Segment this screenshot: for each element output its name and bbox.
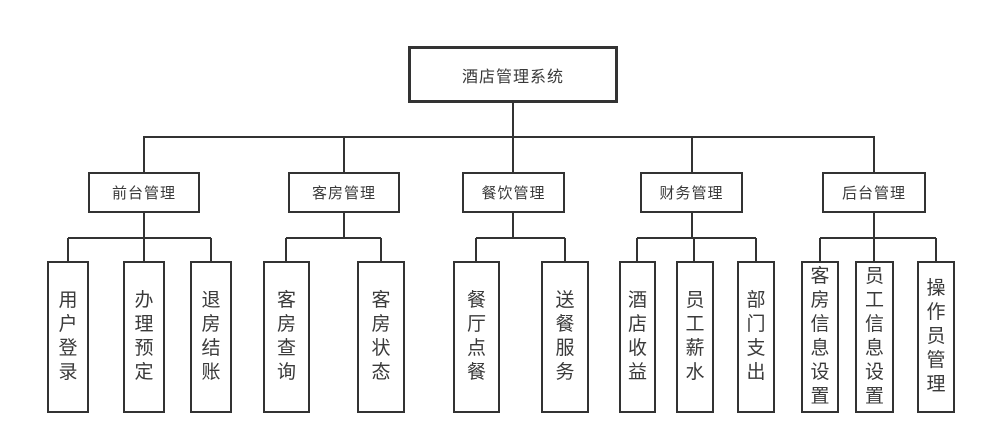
node-department-expense: 部门支出 [737,261,775,413]
node-label: 员工信息设置 [865,266,885,407]
node-label: 财务管理 [659,185,724,202]
node-finance-management: 财务管理 [640,172,743,213]
connector-catering-children [475,213,566,261]
node-employee-info-settings: 员工信息设置 [855,261,894,413]
node-handle-reservation: 办理预定 [123,261,165,413]
node-label: 酒店收益 [628,290,648,383]
node-label: 用户登录 [58,290,78,383]
node-label: 餐厅点餐 [467,290,487,383]
node-label: 办理预定 [134,290,154,383]
node-label: 客房信息设置 [810,266,830,407]
node-label: 部门支出 [746,290,766,383]
node-label: 酒店管理系统 [461,68,564,86]
node-front-desk-management: 前台管理 [88,172,200,213]
node-room-info-settings: 客房信息设置 [801,261,839,413]
node-label: 员工薪水 [685,290,705,383]
node-label: 客房管理 [311,185,376,202]
node-catering-management: 餐饮管理 [462,172,565,213]
connector-room-mgmt-children [285,213,382,261]
node-label: 后台管理 [841,185,906,202]
node-hotel-management-system: 酒店管理系统 [408,46,618,103]
node-meal-delivery-service: 送餐服务 [541,261,589,413]
node-hotel-revenue: 酒店收益 [619,261,656,413]
node-backend-management: 后台管理 [822,172,926,213]
node-label: 客房查询 [277,290,297,383]
node-label: 操作员管理 [926,278,946,395]
node-label: 餐饮管理 [481,185,546,202]
node-checkout-settlement: 退房结账 [190,261,232,413]
node-operator-management: 操作员管理 [917,261,955,413]
connector-front-desk-children [67,213,212,261]
node-label: 前台管理 [111,185,176,202]
node-label: 退房结账 [201,290,221,383]
node-room-query: 客房查询 [263,261,310,413]
connector-finance-children [636,213,757,261]
node-label: 客房状态 [371,290,391,383]
node-employee-salary: 员工薪水 [676,261,714,413]
node-user-login: 用户登录 [47,261,89,413]
connector-root-to-branches [143,103,875,172]
node-restaurant-ordering: 餐厅点餐 [453,261,500,413]
node-room-status: 客房状态 [357,261,405,413]
connector-backend-children [819,213,937,261]
node-room-management: 客房管理 [288,172,400,213]
node-label: 送餐服务 [555,290,575,383]
